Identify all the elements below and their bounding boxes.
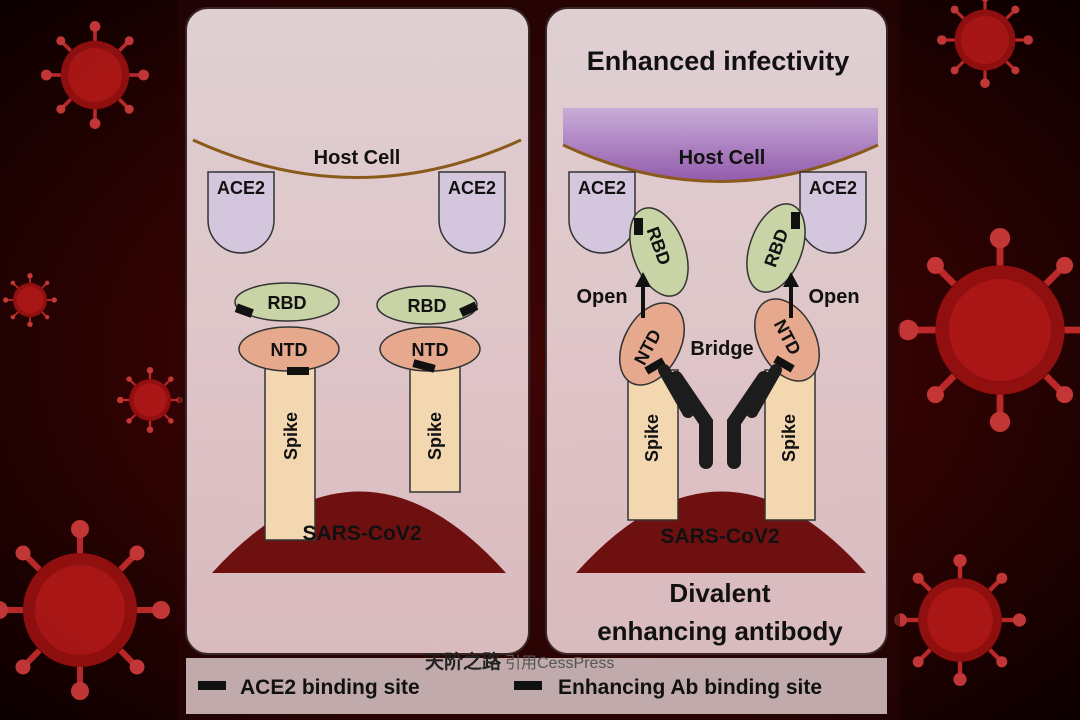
left-panel: Host Cell ACE2 ACE2 Spike NTD RBD Spike … xyxy=(186,8,529,654)
right-bridge-label: Bridge xyxy=(690,338,753,360)
right-host-cell-label: Host Cell xyxy=(679,147,766,169)
left-ntd-2-label: NTD xyxy=(412,340,449,360)
left-ntd-1-label: NTD xyxy=(271,340,308,360)
right-caption-line1: Divalent xyxy=(669,578,770,608)
left-spike-1-label: Spike xyxy=(281,412,301,460)
right-caption-line2: enhancing antibody xyxy=(597,616,843,646)
right-open-1-label: Open xyxy=(576,286,627,308)
left-rbd-1-label: RBD xyxy=(268,293,307,313)
left-virus-label: SARS-CoV2 xyxy=(302,522,421,545)
watermark-en: 引用CessPress xyxy=(505,654,614,672)
legend-ab-site-swatch xyxy=(514,681,542,690)
legend-ace2-site-label: ACE2 binding site xyxy=(240,676,420,699)
legend-ab-site-label: Enhancing Ab binding site xyxy=(558,676,822,699)
left-ace2-left-label: ACE2 xyxy=(217,178,265,198)
left-ab-site-1 xyxy=(287,367,309,375)
legend-ace2-site-swatch xyxy=(198,681,226,690)
right-ace2-site-2 xyxy=(791,212,800,229)
left-rbd-2-label: RBD xyxy=(408,296,447,316)
right-open-2-label: Open xyxy=(808,286,859,308)
right-spike-1-label: Spike xyxy=(642,414,662,462)
left-ace2-right-label: ACE2 xyxy=(448,178,496,198)
right-virus-label: SARS-CoV2 xyxy=(660,525,779,548)
right-panel: Enhanced infectivity Host Cell ACE2 ACE2… xyxy=(546,8,887,654)
right-spike-2-label: Spike xyxy=(779,414,799,462)
left-spike-2-label: Spike xyxy=(425,412,445,460)
watermark-cn: 天阶之路 xyxy=(425,650,502,673)
right-title: Enhanced infectivity xyxy=(587,46,850,76)
right-ace2-right-label: ACE2 xyxy=(809,178,857,198)
left-host-cell-label: Host Cell xyxy=(314,147,401,169)
right-ace2-left-label: ACE2 xyxy=(578,178,626,198)
right-ace2-site-1 xyxy=(634,218,643,235)
